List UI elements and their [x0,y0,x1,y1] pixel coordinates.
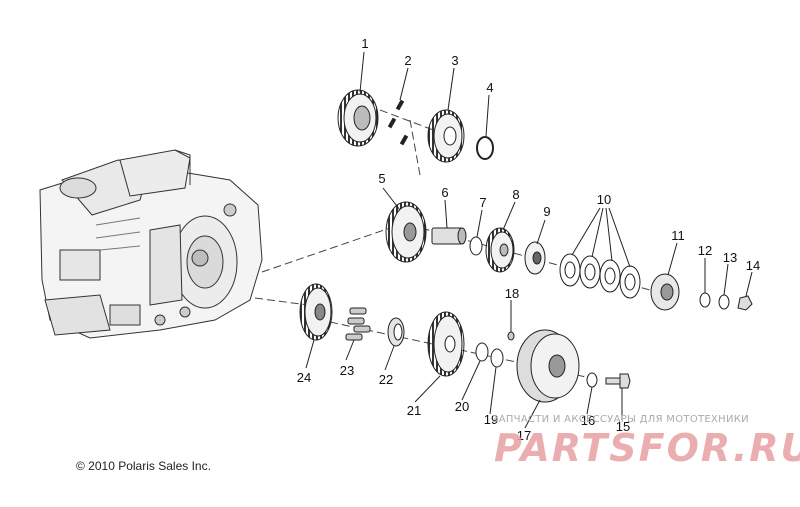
watermark-caption: ЗАПЧАСТИ И АКСЕССУАРЫ ДЛЯ МОТОТЕХНИКИ [492,414,749,425]
callout-17: 17 [516,428,532,443]
callout-2: 2 [404,53,412,68]
bolt-part-15 [605,373,631,389]
callout-1: 1 [361,36,369,51]
callout-4: 4 [486,80,494,95]
copyright-notice: © 2010 Polaris Sales Inc. [76,459,211,473]
callout-20: 20 [454,399,470,414]
callout-3: 3 [451,53,459,68]
callout-9: 9 [543,204,551,219]
washer-part-7 [469,236,483,256]
callout-21: 21 [406,403,422,418]
washer-part-19 [490,348,504,368]
gear-part-5 [385,201,427,263]
leader-lines [305,51,753,429]
callout-11: 11 [671,228,685,243]
callout-5: 5 [378,171,386,186]
circlip-part-4 [476,136,494,160]
washers-part-10 [559,253,641,299]
washer-part-16 [586,372,598,388]
bearing-part-22 [387,317,405,347]
gear-part-8 [485,227,515,273]
flywheel-part-17 [516,329,580,403]
callout-14: 14 [745,258,761,273]
washer-part-12 [699,292,711,308]
keys-part-2 [387,99,409,146]
gear-part-1 [337,89,379,147]
watermark-brand: PARTSFOR.RU [494,426,800,470]
callout-16: 16 [580,413,596,428]
bearing-part-11 [650,273,680,311]
callout-12: 12 [697,243,713,258]
gear-part-3 [427,109,465,163]
callout-13: 13 [722,250,738,265]
dowel-part-18 [507,331,515,341]
washer-part-20 [475,342,489,362]
hub-part-9 [524,241,546,275]
bolts-part-23 [345,307,371,341]
engine-crankcase [39,149,263,339]
gear-part-24 [299,283,333,341]
callout-10: 10 [596,192,612,207]
callout-19: 19 [483,412,499,427]
callout-24: 24 [296,370,312,385]
callout-15: 15 [615,419,631,434]
callout-8: 8 [512,187,520,202]
callout-6: 6 [441,185,449,200]
nut-part-14 [737,295,753,311]
shaft-part-6 [431,227,467,245]
callout-7: 7 [479,195,487,210]
callout-23: 23 [339,363,355,378]
callout-18: 18 [504,286,520,301]
washer-part-13 [718,294,730,310]
gear-part-21 [427,311,465,377]
callout-22: 22 [378,372,394,387]
